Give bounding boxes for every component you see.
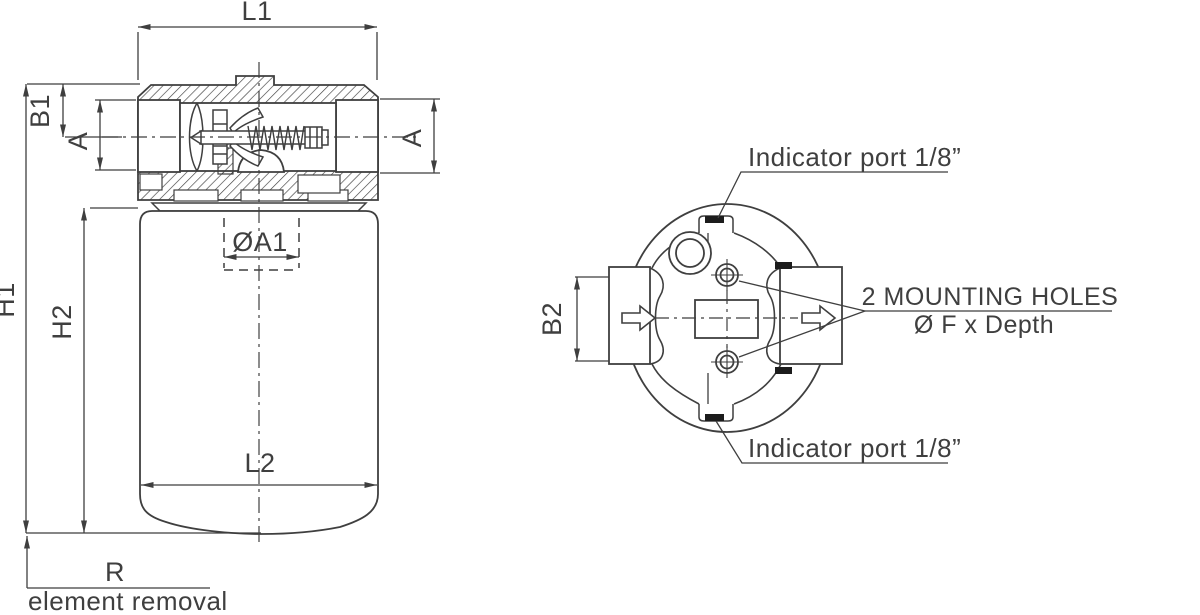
dim-b1 — [27, 83, 140, 138]
label-oa1: ØA1 — [232, 227, 288, 257]
indicator-plug-top — [705, 216, 724, 223]
dim-a-right — [380, 98, 440, 174]
front-view-dimensions — [23, 24, 440, 589]
clamp-mark-top — [775, 262, 792, 269]
outlet-port-bore — [335, 99, 379, 173]
dim-b2 — [574, 276, 609, 362]
inlet-flow-arrow-icon — [621, 304, 657, 332]
leader-indicator-top — [717, 171, 948, 219]
label-a-left: A — [63, 132, 93, 151]
dim-r-element-removal — [24, 536, 210, 589]
dim-l1 — [137, 24, 378, 80]
dim-h1 — [23, 84, 261, 534]
front-view — [102, 62, 420, 545]
label-b2: B2 — [537, 302, 567, 336]
filter-canister — [139, 210, 379, 535]
leader-indicator-bottom — [715, 420, 948, 464]
indicator-plug-bottom — [705, 414, 724, 421]
dim-a-left — [95, 99, 136, 171]
dim-h2 — [81, 207, 138, 533]
indicator-boss-top — [698, 215, 734, 233]
hidden-thread-oa1 — [223, 218, 300, 271]
label-l2: L2 — [244, 448, 275, 478]
clamp-mark-bottom — [775, 367, 792, 374]
top-view — [574, 171, 1112, 464]
label-h1: H1 — [0, 282, 20, 318]
label-mounting-holes-line2: Ø F x Depth — [914, 311, 1054, 339]
label-r: R — [105, 557, 125, 587]
label-element-removal: element removal — [28, 586, 228, 615]
label-h2: H2 — [47, 304, 77, 340]
top-view-labels: B2 Indicator port 1/8” Indicator port 1/… — [537, 142, 1118, 463]
indicator-boss-bottom — [698, 404, 734, 422]
label-b1: B1 — [25, 94, 55, 128]
label-l1: L1 — [241, 0, 272, 26]
label-indicator-port-bottom: Indicator port 1/8” — [748, 433, 961, 463]
label-a-right: A — [397, 129, 427, 148]
mounting-hole-bottom — [711, 346, 743, 378]
top-view-centerlines — [655, 290, 798, 348]
bypass-spring — [247, 125, 305, 151]
mounting-hole-top — [711, 259, 743, 291]
label-indicator-port-top: Indicator port 1/8” — [748, 142, 961, 172]
indicator-port-circle-inner — [675, 238, 705, 268]
centerlines — [102, 62, 420, 545]
callout-leaders — [715, 171, 1112, 464]
label-mounting-holes-line1: 2 MOUNTING HOLES — [862, 283, 1119, 311]
inlet-port-bore — [137, 99, 181, 173]
front-view-labels: L1 B1 A A H1 H2 ØA1 L2 R element removal — [0, 0, 427, 615]
